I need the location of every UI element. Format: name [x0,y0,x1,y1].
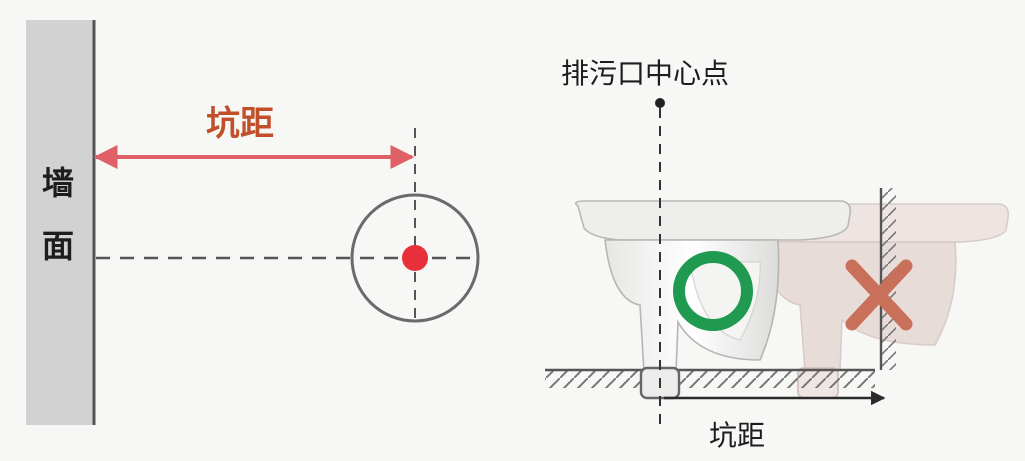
distance-label-left: 坑距 [206,104,274,144]
correct-mark-icon [673,251,753,331]
wall-label-bottom: 面 [41,227,74,265]
drain-outline [350,193,480,323]
wrong-mark-icon [845,259,913,331]
drain-center-point [655,98,665,108]
wall-label-top: 墙 [41,164,74,202]
drain-center-label: 排污口中心点 [561,57,730,90]
distance-label-right: 坑距 [709,419,766,452]
drain-center-dot [402,245,428,271]
wall [26,20,94,425]
floor-hatch [545,370,875,388]
